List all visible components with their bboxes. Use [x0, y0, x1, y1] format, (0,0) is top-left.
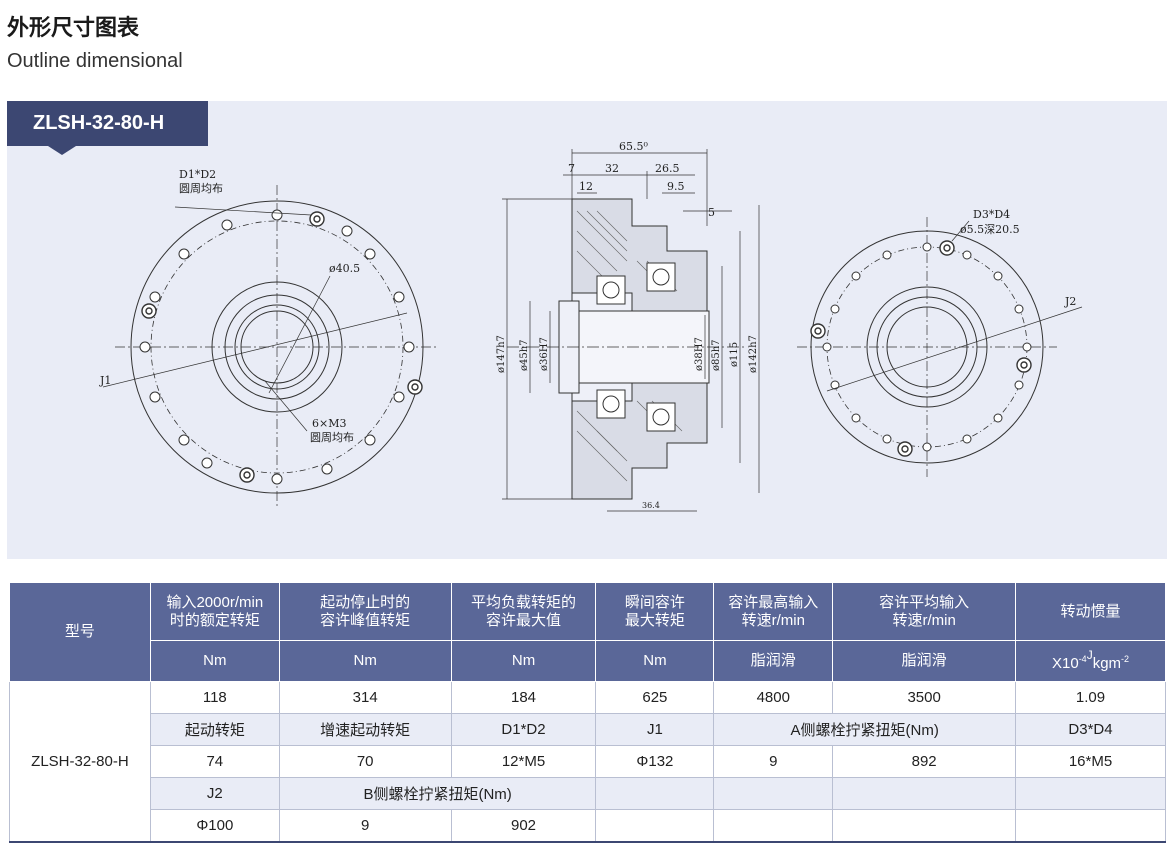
table-cell: 74 [149, 745, 280, 778]
header-instant-torque: 瞬间容许最大转矩 [595, 582, 715, 641]
table-cell: 892 [832, 745, 1017, 778]
header-avg-torque: 平均负载转矩的容许最大值 [450, 582, 597, 641]
label-m3-note: 圆周均布 [310, 431, 354, 444]
unit-3: Nm [450, 640, 597, 682]
label-phi142: ø142h7 [748, 335, 759, 373]
label-j1: J1 [99, 374, 111, 387]
table-cell [595, 777, 715, 810]
label-d1d2: D1*D2 [179, 168, 216, 181]
technical-drawing: D1*D2 圆周均布 ø40.5 J1 6×M3 圆周均布 65.5⁰ 7 32… [99, 140, 1083, 512]
table-cell: D3*D4 [1015, 713, 1166, 746]
table-cell [1015, 809, 1166, 843]
table-cell: 1.09 [1015, 681, 1166, 714]
page-title-cn: 外形尺寸图表 [7, 16, 140, 41]
label-j2: J2 [1064, 295, 1076, 308]
table-cell: Φ100 [149, 809, 280, 843]
label-d3d4: D3*D4 [973, 208, 1010, 221]
label-dim-12: 12 [579, 180, 593, 193]
label-dim-32: 32 [605, 162, 619, 175]
table-cell [713, 777, 834, 810]
header-peak-torque: 起动停止时的容许峰值转矩 [278, 582, 452, 641]
header-avg-speed: 容许平均输入转速r/min [832, 582, 1017, 641]
section-view [502, 149, 760, 512]
table-cell: 4800 [713, 681, 834, 714]
table-cell: 起动转矩 [149, 713, 280, 746]
table-cell [832, 777, 1017, 810]
table-cell: 3500 [832, 681, 1017, 714]
table-cell: 增速起动转矩 [278, 713, 452, 746]
table-cell [1015, 777, 1166, 810]
label-phi45: ø45h7 [519, 339, 530, 371]
table-cell: 118 [149, 681, 280, 714]
unit-5: 脂润滑 [713, 640, 834, 682]
label-dim-5: 5 [708, 206, 715, 219]
left-view [102, 185, 439, 509]
table-cell: 314 [278, 681, 452, 714]
label-dim-65: 65.5⁰ [619, 140, 648, 153]
table-cell: 9 [278, 809, 452, 843]
table-cell [595, 809, 715, 843]
table-cell: B侧螺栓拧紧扭矩(Nm) [278, 777, 597, 810]
model-cell: ZLSH-32-80-H [9, 681, 151, 843]
label-dim-36: 36.4 [642, 501, 660, 510]
table-cell: 9 [713, 745, 834, 778]
header-inertia: 转动惯量 [1015, 582, 1166, 641]
page-title-en: Outline dimensional [7, 50, 183, 72]
table-cell: 902 [450, 809, 597, 843]
label-dim-7: 7 [568, 162, 575, 175]
label-depth: ø5.5深20.5 [960, 223, 1020, 236]
label-d1d2-note: 圆周均布 [179, 182, 223, 195]
unit-7: X10-4Jkgm-2 [1015, 640, 1166, 682]
table-cell: Φ132 [595, 745, 715, 778]
label-phi40: ø40.5 [329, 262, 360, 275]
table-cell: J1 [595, 713, 715, 746]
unit-2: Nm [278, 640, 452, 682]
table-cell: 16*M5 [1015, 745, 1166, 778]
header-max-speed: 容许最高输入转速r/min [713, 582, 834, 641]
label-phi85: ø85h7 [711, 339, 722, 371]
unit-6: 脂润滑 [832, 640, 1017, 682]
table-cell: D1*D2 [450, 713, 597, 746]
label-dim-26: 26.5 [655, 162, 680, 175]
model-tab-notch [48, 146, 76, 155]
table-cell: 625 [595, 681, 715, 714]
table-cell: A侧螺栓拧紧扭矩(Nm) [713, 713, 1017, 746]
right-view [797, 217, 1083, 477]
table-cell: 184 [450, 681, 597, 714]
table-cell [832, 809, 1017, 843]
unit-4: Nm [595, 640, 715, 682]
label-dim-9: 9.5 [667, 180, 685, 193]
unit-1: Nm [149, 640, 280, 682]
label-m3: 6×M3 [312, 417, 346, 430]
header-model: 型号 [9, 582, 151, 682]
label-phi36: ø36H7 [539, 337, 550, 371]
table-cell: 12*M5 [450, 745, 597, 778]
table-cell: 70 [278, 745, 452, 778]
label-phi115: ø115 [729, 342, 740, 367]
label-phi38: ø38H7 [694, 337, 705, 371]
table-cell: J2 [149, 777, 280, 810]
table-cell [713, 809, 834, 843]
model-tab: ZLSH-32-80-H [7, 101, 208, 146]
label-phi147: ø147h7 [496, 335, 507, 373]
